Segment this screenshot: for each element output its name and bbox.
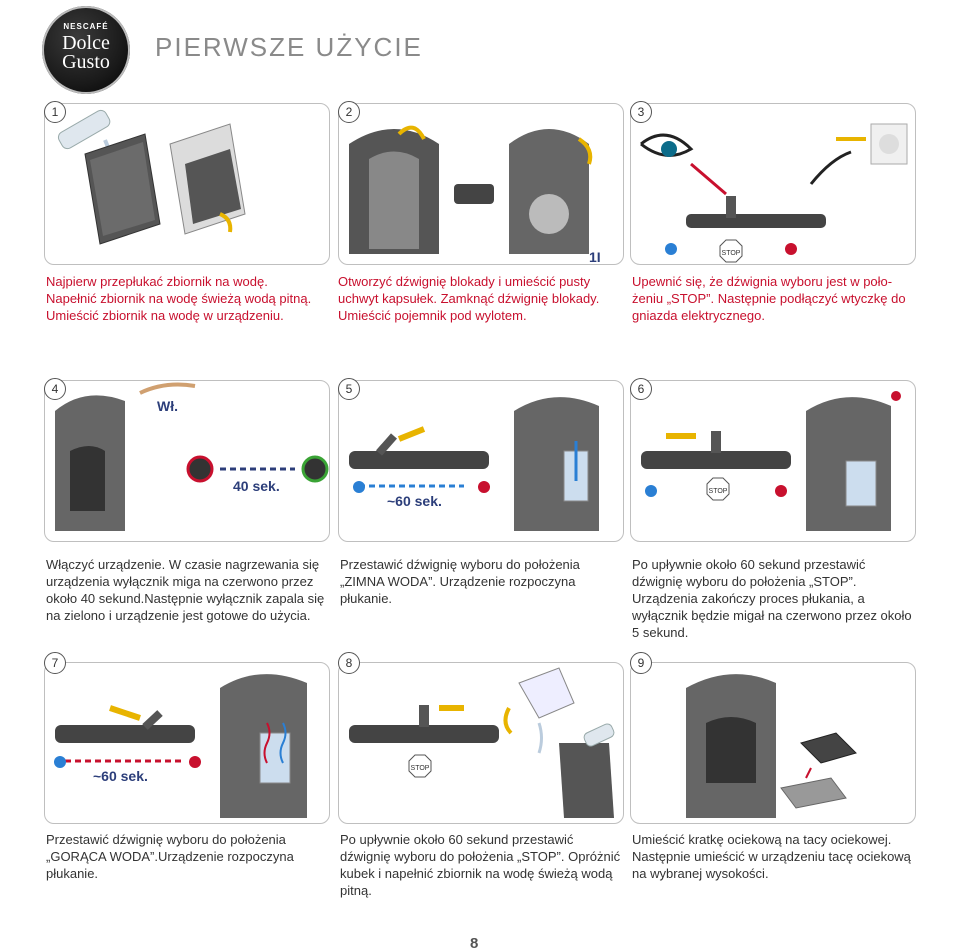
page-title: PIERWSZE UŻYCIE [155, 32, 423, 63]
step-2-panel: 1I [338, 103, 624, 265]
empty-cup-illustration: STOP [339, 663, 623, 823]
step-8-panel: STOP [338, 662, 624, 824]
step-3-panel: STOP [630, 103, 916, 265]
cold-water-dot [353, 481, 365, 493]
page-number: 8 [470, 935, 478, 952]
hot-water-illustration: ~60 sek. [45, 663, 329, 823]
drip-tray-illustration [631, 663, 915, 823]
capsule-holder-illustration: 1I [339, 104, 623, 264]
step-5-description: Przestawić dźwignię wyboru do położenia … [340, 556, 625, 607]
step-2-description: Otworzyć dźwignię blokady i umieścić pus… [338, 273, 623, 324]
cold-water-dot [665, 243, 677, 255]
step-9-panel [630, 662, 916, 824]
stop-position-illustration: STOP [631, 381, 915, 541]
step-3-description: Upewnić się, że dźwignia wyboru jest w p… [632, 273, 917, 324]
step-8-description: Po upływnie około 60 sekund przestawić d… [340, 831, 625, 899]
logo-line-gusto: Gusto [42, 52, 130, 72]
step-5-number: 5 [338, 378, 360, 400]
selector-lever-base [349, 451, 489, 469]
step-4-number: 4 [44, 378, 66, 400]
step-3-number: 3 [630, 101, 652, 123]
step-6-number: 6 [630, 378, 652, 400]
selector-lever-base [686, 214, 826, 228]
power-plug-icon [811, 152, 851, 184]
svg-text:STOP: STOP [722, 250, 741, 257]
finger-icon [140, 385, 195, 393]
step-7-description: Przestawić dźwignię wyboru do położenia … [46, 831, 331, 882]
hot-water-dot [478, 481, 490, 493]
svg-text:STOP: STOP [411, 765, 430, 772]
step-7-number: 7 [44, 652, 66, 674]
step-1-number: 1 [44, 101, 66, 123]
logo-line-dolce: Dolce [42, 33, 130, 53]
power-on-label: Wł. [157, 398, 178, 414]
step-5-image-label: ~60 sek. [387, 493, 442, 509]
step-9-description: Umieścić kratkę ociekową na tacy ociekow… [632, 831, 917, 882]
hot-water-dot [189, 756, 201, 768]
step-6-description: Po upływnie około 60 sekund przestawić d… [632, 556, 917, 641]
step-8-number: 8 [338, 652, 360, 674]
step-6-panel: STOP [630, 380, 916, 542]
selector-lever-base [641, 451, 791, 469]
eye-icon [641, 135, 691, 157]
logo-brand-text: NESCAFÉ [42, 22, 130, 31]
plug-in-illustration: STOP [631, 104, 915, 264]
capsule-holder [454, 184, 494, 204]
water-tank-illustration [45, 104, 329, 264]
selector-lever-base [55, 725, 195, 743]
stop-sign-icon: STOP [720, 240, 742, 262]
cold-water-dot [54, 756, 66, 768]
step-2-number: 2 [338, 101, 360, 123]
nescafe-dolce-gusto-logo: NESCAFÉ Dolce Gusto [42, 6, 130, 94]
step-4-image-label: 40 sek. [233, 478, 280, 494]
step-9-number: 9 [630, 652, 652, 674]
cup-icon [519, 668, 574, 718]
step-4-description: Włączyć urządzenie. W czasie nagrzewania… [46, 556, 331, 624]
cold-water-dot [645, 485, 657, 497]
power-on-illustration: Wł. 40 sek. [45, 381, 329, 541]
hot-water-dot [785, 243, 797, 255]
cold-water-illustration: ~60 sek. [339, 381, 623, 541]
selector-lever-base [349, 725, 499, 743]
step-7-panel: ~60 sek. [44, 662, 330, 824]
step-5-panel: ~60 sek. [338, 380, 624, 542]
step-1-description: Najpierw przepłukać zbiornik na wodę. Na… [46, 273, 316, 324]
power-button-green-icon [303, 457, 327, 481]
wall-socket-icon [871, 124, 907, 164]
hot-water-dot [775, 485, 787, 497]
step-2-image-label: 1I [589, 249, 601, 264]
stop-sign-icon: STOP [409, 755, 431, 777]
stop-sign-icon: STOP [707, 478, 729, 500]
step-7-image-label: ~60 sek. [93, 768, 148, 784]
power-button-red-icon [188, 457, 212, 481]
step-1-panel [44, 103, 330, 265]
svg-text:STOP: STOP [709, 488, 728, 495]
step-4-panel: Wł. 40 sek. [44, 380, 330, 542]
drip-grid-icon [801, 733, 856, 763]
drip-tray-icon [781, 778, 846, 808]
